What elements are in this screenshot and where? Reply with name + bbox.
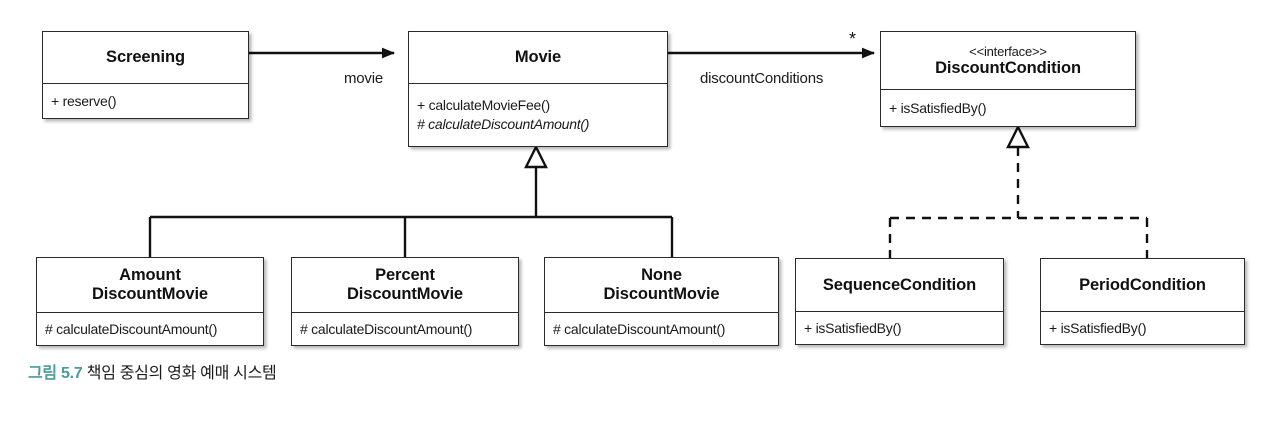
- class-header-amount-discount-movie: Amount DiscountMovie: [37, 258, 263, 313]
- class-box-amount-discount-movie[interactable]: Amount DiscountMovie # calculateDiscount…: [36, 257, 264, 346]
- class-header-sequence-condition: SequenceCondition: [796, 259, 1003, 312]
- member-calculate-movie-fee: + calculateMovieFee(): [417, 97, 550, 113]
- class-box-sequence-condition[interactable]: SequenceCondition + isSatisfiedBy(): [795, 258, 1004, 345]
- member-is-satisfied-by-sequence: + isSatisfiedBy(): [804, 319, 902, 336]
- member-is-satisfied-by-period: + isSatisfiedBy(): [1049, 319, 1147, 336]
- class-members-sequence-condition: + isSatisfiedBy(): [796, 312, 1003, 344]
- association-label-discount-conditions: discountConditions: [700, 70, 824, 87]
- figure-caption: 그림 5.7 책임 중심의 영화 예매 시스템: [28, 363, 277, 385]
- member-calculate-discount-amount-percent: # calculateDiscountAmount(): [300, 320, 473, 337]
- member-is-satisfied-by-interface: + isSatisfiedBy(): [889, 99, 987, 116]
- multiplicity-discount-conditions: *: [849, 29, 857, 49]
- class-box-none-discount-movie[interactable]: None DiscountMovie # calculateDiscountAm…: [544, 257, 779, 346]
- class-name-period-condition: PeriodCondition: [1079, 275, 1206, 294]
- class-members-period-condition: + isSatisfiedBy(): [1041, 312, 1244, 344]
- member-calculate-discount-amount-amount: # calculateDiscountAmount(): [45, 320, 218, 337]
- class-members-amount-discount-movie: # calculateDiscountAmount(): [37, 313, 263, 345]
- association-label-movie: movie: [344, 70, 384, 87]
- member-calculate-discount-amount-abstract: # calculateDiscountAmount(): [417, 116, 590, 132]
- realization-discountcondition-implementations: [888, 124, 1149, 258]
- member-calculate-discount-amount-none: # calculateDiscountAmount(): [553, 320, 726, 337]
- class-header-movie: Movie: [409, 32, 667, 84]
- class-box-percent-discount-movie[interactable]: Percent DiscountMovie # calculateDiscoun…: [291, 257, 519, 346]
- class-header-period-condition: PeriodCondition: [1041, 259, 1244, 312]
- class-box-screening[interactable]: Screening + reserve(): [42, 31, 249, 119]
- generalization-movie-subclasses: [148, 144, 674, 257]
- class-box-discount-condition[interactable]: <<interface>> DiscountCondition + isSati…: [880, 31, 1136, 127]
- class-box-period-condition[interactable]: PeriodCondition + isSatisfiedBy(): [1040, 258, 1245, 345]
- class-header-percent-discount-movie: Percent DiscountMovie: [292, 258, 518, 313]
- class-name-discount-condition: DiscountCondition: [935, 58, 1081, 77]
- class-members-discount-condition: + isSatisfiedBy(): [881, 90, 1135, 126]
- figure-caption-number: 그림 5.7: [28, 365, 83, 382]
- class-members-movie: + calculateMovieFee() # calculateDiscoun…: [409, 84, 667, 146]
- class-name-none-line1: None: [641, 266, 682, 284]
- class-name-none-line2: DiscountMovie: [603, 285, 720, 303]
- class-header-none-discount-movie: None DiscountMovie: [545, 258, 778, 313]
- class-name-amount-line2: DiscountMovie: [91, 285, 209, 303]
- class-name-sequence-condition: SequenceCondition: [822, 275, 977, 294]
- member-reserve: + reserve(): [51, 92, 117, 109]
- class-header-discount-condition: <<interface>> DiscountCondition: [881, 32, 1135, 90]
- class-name-percent-line2: DiscountMovie: [346, 285, 464, 303]
- figure-caption-text: 책임 중심의 영화 예매 시스템: [86, 365, 277, 382]
- class-name-percent-line1: Percent: [375, 266, 435, 284]
- class-name-screening: Screening: [106, 48, 185, 66]
- class-members-percent-discount-movie: # calculateDiscountAmount(): [292, 313, 518, 345]
- class-members-none-discount-movie: # calculateDiscountAmount(): [545, 313, 778, 345]
- stereotype-interface: <<interface>>: [969, 43, 1047, 59]
- class-header-screening: Screening: [43, 32, 248, 84]
- class-name-movie: Movie: [514, 48, 562, 66]
- class-members-screening: + reserve(): [43, 84, 248, 118]
- class-name-amount-line1: Amount: [119, 266, 181, 284]
- class-box-movie[interactable]: Movie + calculateMovieFee() # calculateD…: [408, 31, 668, 147]
